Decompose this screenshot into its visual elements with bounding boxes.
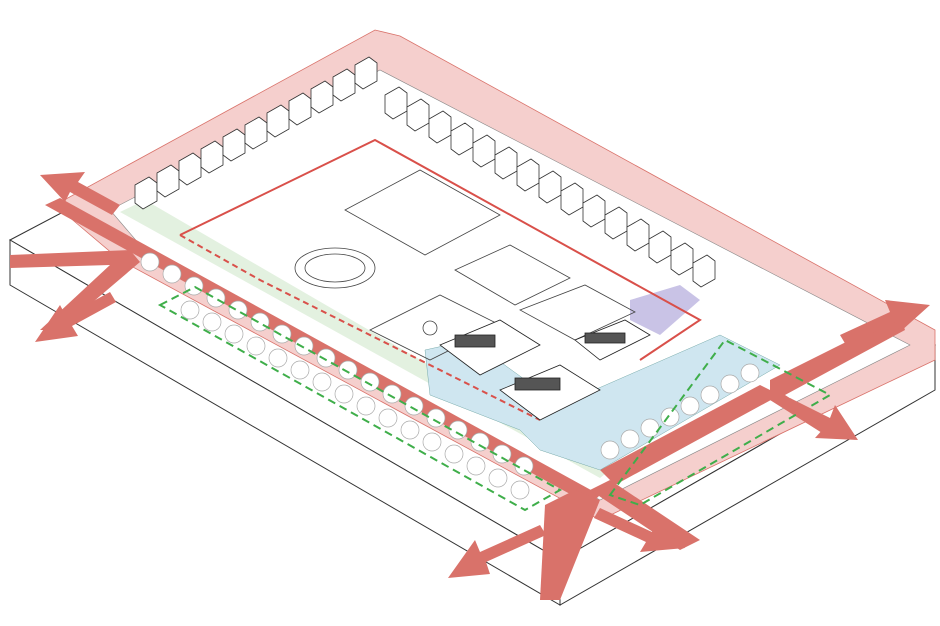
tree (224, 324, 244, 344)
tree (510, 480, 530, 500)
water-area (424, 334, 781, 471)
tree (206, 288, 226, 308)
road-left (10, 250, 140, 330)
tree (620, 429, 640, 449)
tree (180, 300, 200, 320)
arrow-north-west-icon (40, 172, 120, 215)
house (266, 104, 290, 138)
direction-arrows (35, 172, 930, 578)
tree (640, 418, 660, 438)
house (222, 128, 246, 162)
arrow-south-south-west-icon (448, 525, 546, 578)
house (200, 140, 224, 174)
house (156, 164, 180, 198)
arrow-north-east-icon (840, 300, 930, 345)
tree (680, 396, 700, 416)
tree (202, 312, 222, 332)
tree (488, 468, 508, 488)
tree (740, 363, 760, 383)
site-boundary-dashed (179, 234, 541, 421)
tree (360, 372, 380, 392)
tree (422, 432, 442, 452)
road-east (600, 385, 780, 485)
tree (162, 264, 182, 284)
tree (250, 312, 270, 332)
arrow-south-west-icon (35, 292, 116, 342)
tree (356, 396, 376, 416)
tree (268, 348, 288, 368)
arrow-south-east-icon (784, 398, 858, 440)
tree (660, 407, 680, 427)
house (178, 152, 202, 186)
tree (378, 408, 398, 428)
arrow-south-south-east-icon (594, 508, 685, 552)
tree (338, 360, 358, 380)
road-south-a (540, 490, 600, 600)
site-boundary (179, 138, 702, 361)
tree (466, 456, 486, 476)
tree (400, 420, 420, 440)
house (332, 68, 356, 102)
tree (600, 440, 620, 460)
house (134, 176, 158, 210)
road-south-b (590, 480, 700, 550)
plaza (630, 285, 700, 335)
tree (294, 336, 314, 356)
house (288, 92, 312, 126)
tree (334, 384, 354, 404)
tree (426, 408, 446, 428)
tree (290, 360, 310, 380)
tree (720, 374, 740, 394)
house (692, 254, 716, 288)
tree (470, 432, 490, 452)
tree (228, 300, 248, 320)
tree (184, 276, 204, 296)
school-building (439, 319, 651, 421)
tree (316, 348, 336, 368)
tree (246, 336, 266, 356)
tree (444, 444, 464, 464)
tree (140, 252, 160, 272)
tree (404, 396, 424, 416)
house (354, 56, 378, 90)
houses-north (134, 56, 716, 288)
tree (272, 324, 292, 344)
tree (448, 420, 468, 440)
tree (700, 385, 720, 405)
green-boundary-west (157, 285, 563, 512)
tree (382, 384, 402, 404)
tree (312, 372, 332, 392)
house (310, 80, 334, 114)
house (244, 116, 268, 150)
running-track (294, 247, 376, 289)
tree (492, 444, 512, 464)
